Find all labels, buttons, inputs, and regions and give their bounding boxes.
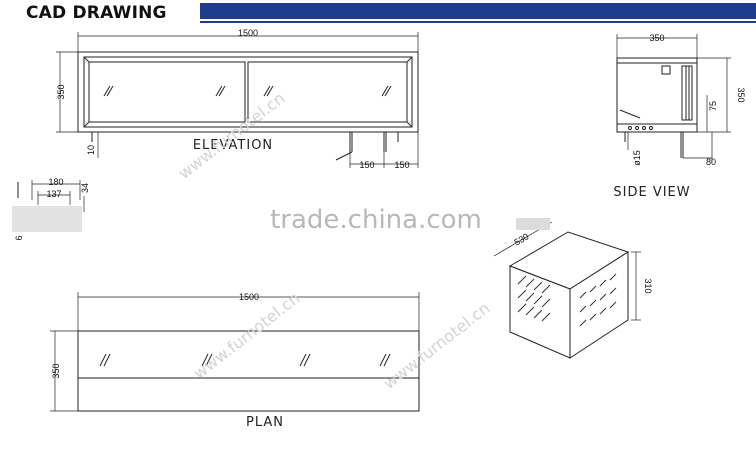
side-view	[616, 34, 731, 162]
elevation-leg-dim: 10	[86, 145, 96, 155]
side-view-label: SIDE VIEW	[613, 185, 690, 200]
glass-hatch-icon	[103, 85, 392, 97]
glass-hatch-icon	[99, 353, 391, 367]
elevation-label: ELEVATION	[193, 138, 273, 153]
plan-outline	[77, 330, 420, 412]
elevation-foot-right-dim: 150	[394, 160, 409, 170]
elevation-glass-right	[247, 61, 408, 123]
header-accent-bar	[200, 3, 756, 19]
iso-height-dim: 310	[643, 278, 653, 293]
watermark-brand-1: www.furnotel.cn	[175, 88, 289, 183]
side-door-track	[681, 65, 693, 121]
blurred-dim-area	[516, 218, 550, 230]
watermark-brand-2: www.furnotel.cn	[190, 288, 304, 383]
elevation-width-dim: 1500	[238, 28, 258, 38]
side-75-dim: 75	[708, 101, 718, 111]
detail-profile	[12, 180, 85, 232]
iso-side-face	[569, 251, 629, 359]
detail-6-dim: 6	[14, 235, 24, 240]
elevation-inner-frame	[83, 56, 413, 128]
detail-137-dim: 137	[46, 189, 61, 199]
side-width-dim: 350	[649, 33, 664, 43]
elevation-view	[56, 32, 419, 168]
side-diameter-dim: ø15	[632, 150, 642, 166]
header: CAD DRAWING	[0, 0, 756, 28]
page-title: CAD DRAWING	[26, 3, 167, 23]
iso-depth-dim: 530	[512, 231, 530, 247]
elevation-glass-left	[88, 61, 246, 123]
watermark-center: trade.china.com	[270, 205, 482, 235]
blurred-detail-area	[12, 206, 82, 232]
elevation-height-dim: 350	[56, 84, 66, 99]
plan-label: PLAN	[246, 415, 284, 430]
elevation-foot-left-dim: 150	[359, 160, 374, 170]
plan-width-dim: 1500	[239, 292, 259, 302]
side-height-dim: 350	[736, 87, 746, 102]
iso-box	[493, 218, 641, 359]
side-roller-icon	[661, 65, 671, 75]
detail-180-dim: 180	[48, 177, 63, 187]
header-accent-line	[200, 21, 756, 23]
plan-height-dim: 350	[51, 363, 61, 378]
side-80-dim: 80	[706, 157, 716, 167]
watermark-brand-3: www.furnotel.cn	[380, 298, 494, 393]
plan-view	[50, 292, 420, 412]
side-outline	[616, 57, 698, 133]
detail-34-dim: 34	[80, 183, 90, 193]
